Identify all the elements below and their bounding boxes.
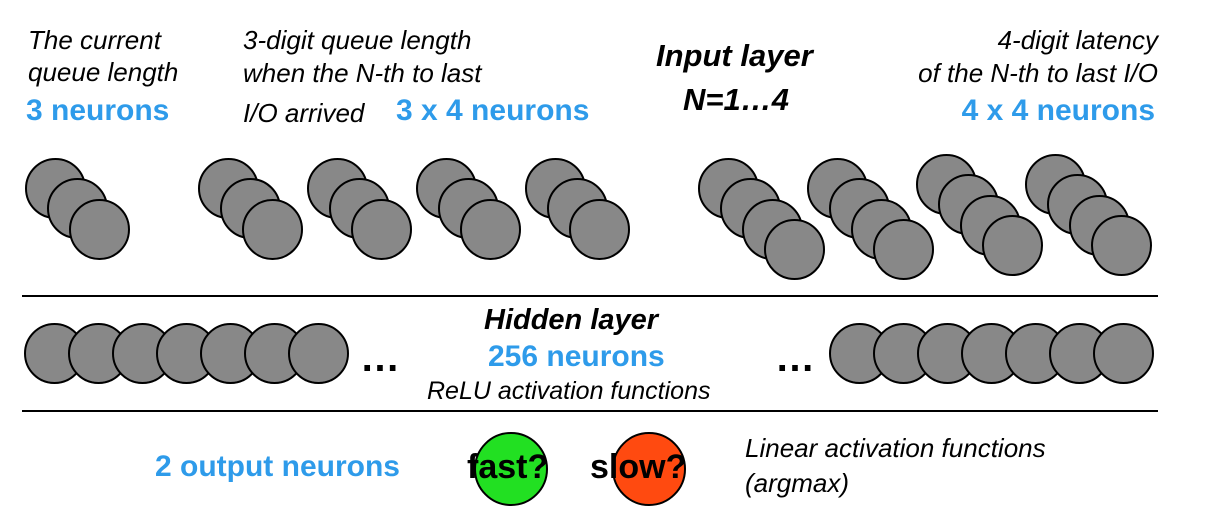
hidden-layer-title: Hidden layer	[484, 304, 659, 336]
neuron	[982, 215, 1043, 276]
neuron	[460, 199, 521, 260]
neuron	[1093, 323, 1154, 384]
queue-digits-count: 3 x 4 neurons	[396, 94, 590, 127]
slow-output-label: slow?	[590, 448, 687, 486]
divider-hidden-output	[22, 410, 1158, 412]
neuron	[242, 199, 303, 260]
output-activation-line1: Linear activation functions	[745, 433, 1046, 463]
neuron	[288, 323, 349, 384]
hidden-ellipsis-left: …	[360, 336, 404, 380]
latency-label-line2: of the N-th to last I/O	[918, 58, 1158, 88]
hidden-activation-label: ReLU activation functions	[427, 377, 711, 405]
output-count: 2 output neurons	[155, 450, 400, 483]
hidden-ellipsis-right: …	[775, 336, 819, 380]
neuron	[569, 199, 630, 260]
fast-output-label: fast?	[467, 448, 549, 486]
latency-count: 4 x 4 neurons	[961, 94, 1155, 127]
neuron	[1091, 215, 1152, 276]
slow-output-neuron	[612, 432, 686, 506]
neuron	[873, 219, 934, 280]
queue-digits-label-line1: 3-digit queue length	[243, 25, 472, 55]
queue-length-count: 3 neurons	[26, 94, 170, 127]
input-layer-range: N=1…4	[683, 82, 789, 117]
neuron	[351, 199, 412, 260]
latency-label-line1: 4-digit latency	[997, 25, 1158, 55]
hidden-layer-count: 256 neurons	[488, 340, 665, 373]
queue-length-label: The current queue length	[28, 25, 179, 87]
neuron	[764, 219, 825, 280]
neuron	[69, 199, 130, 260]
queue-digits-label-line3: I/O arrived	[243, 98, 365, 128]
queue-digits-label-line2: when the N-th to last	[243, 58, 482, 88]
divider-input-hidden	[22, 295, 1158, 297]
fast-output-neuron	[474, 432, 548, 506]
output-activation-line2: (argmax)	[745, 468, 850, 498]
input-layer-title: Input layer	[656, 38, 813, 73]
